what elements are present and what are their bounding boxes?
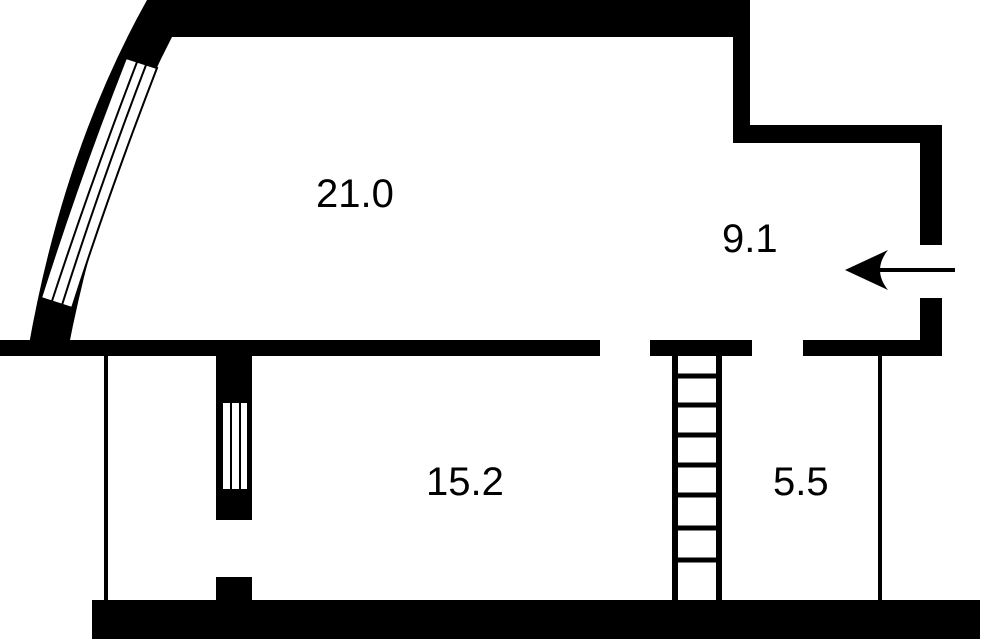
curved-wall — [28, 0, 172, 350]
window-icon — [221, 401, 249, 491]
middle-wall-right — [803, 340, 942, 356]
room-area-lower: 15.2 — [426, 460, 504, 504]
middle-wall-left — [0, 340, 600, 356]
upper-walls — [0, 0, 942, 356]
top-wall — [147, 0, 750, 37]
step-wall-vertical — [733, 0, 750, 143]
room-area-main: 21.0 — [316, 172, 394, 216]
step-wall-horizontal — [733, 125, 942, 143]
room-area-hall: 9.1 — [722, 217, 778, 261]
middle-wall-center — [650, 340, 752, 356]
entrance-arrow-icon — [845, 250, 955, 290]
room-area-bathroom: 5.5 — [773, 460, 829, 504]
stairs-icon — [672, 354, 722, 602]
bottom-wall — [92, 600, 980, 639]
lower-left-wall — [104, 356, 108, 601]
lower-right-wall — [878, 356, 882, 601]
window-icon — [39, 56, 159, 310]
right-wall-upper — [920, 125, 942, 245]
partition-lower — [216, 577, 252, 602]
